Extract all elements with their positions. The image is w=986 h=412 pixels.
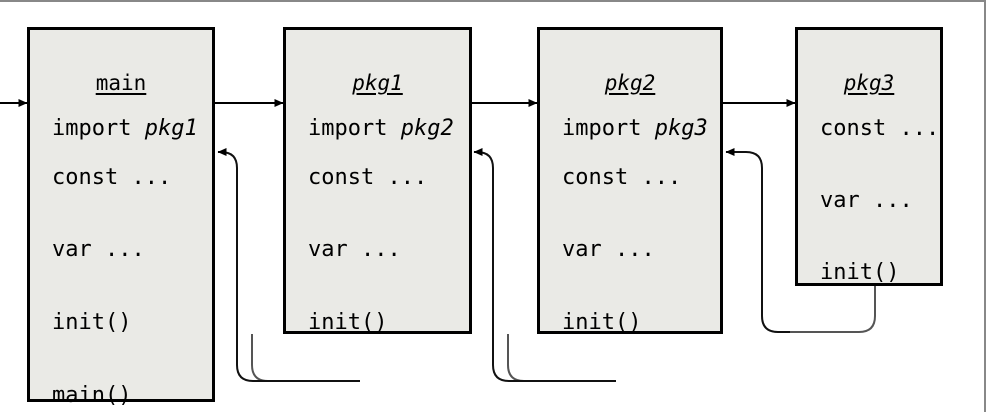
line-emphasis: pkg2 <box>400 116 454 141</box>
return-arrow-pkg3-to-pkg2 <box>725 148 876 333</box>
package-box-pkg3[interactable]: pkg3 const ... var ... init() <box>795 27 943 286</box>
line-emphasis: pkg3 <box>654 116 708 141</box>
return-arrow-pkg2-to-pkg1 <box>473 148 616 382</box>
package-title-pkg1: pkg1 <box>352 71 403 95</box>
line-text: init() <box>820 260 900 285</box>
line-text: init() <box>562 310 642 335</box>
line-text: const ... <box>562 165 682 190</box>
line-text: import <box>52 116 145 141</box>
line-text: var ... <box>308 237 401 262</box>
package-line-init: init() <box>308 312 387 334</box>
line-emphasis: pkg1 <box>144 116 198 141</box>
package-box-pkg1[interactable]: pkg1 import pkg2 const ... var ... init(… <box>283 27 472 334</box>
line-text: const ... <box>308 165 428 190</box>
line-text: var ... <box>562 237 655 262</box>
package-title-main: main <box>95 71 147 95</box>
return-arrow-pkg1-to-main <box>217 148 360 382</box>
line-text: const ... <box>820 116 940 141</box>
package-line-main: main() <box>52 385 131 407</box>
package-title-pkg2: pkg2 <box>604 71 656 95</box>
line-text: var ... <box>52 237 145 262</box>
package-title-pkg3: pkg3 <box>843 71 895 95</box>
line-text: const ... <box>52 165 172 190</box>
package-line-const: const ... <box>308 167 427 189</box>
package-line-var: var ... <box>308 239 401 261</box>
line-text: var ... <box>820 188 913 213</box>
package-line-var: var ... <box>820 190 913 212</box>
package-line-init: init() <box>52 312 131 334</box>
line-text: import <box>562 116 655 141</box>
package-line-import: import pkg1 <box>52 118 198 140</box>
line-text: init() <box>52 310 132 335</box>
package-line-const: const ... <box>52 167 171 189</box>
line-text: import <box>308 116 401 141</box>
package-line-const: const ... <box>820 118 939 140</box>
line-text: init() <box>308 310 388 335</box>
package-line-init: init() <box>820 262 899 284</box>
package-line-init: init() <box>562 312 641 334</box>
package-line-import: import pkg2 <box>308 118 454 140</box>
package-box-pkg2[interactable]: pkg2 import pkg3 const ... var ... init(… <box>537 27 723 334</box>
package-line-var: var ... <box>562 239 655 261</box>
package-line-const: const ... <box>562 167 681 189</box>
line-text: main() <box>52 383 132 408</box>
package-line-var: var ... <box>52 239 145 261</box>
package-line-import: import pkg3 <box>562 118 708 140</box>
package-box-main[interactable]: main import pkg1 const ... var ... init(… <box>27 27 215 407</box>
